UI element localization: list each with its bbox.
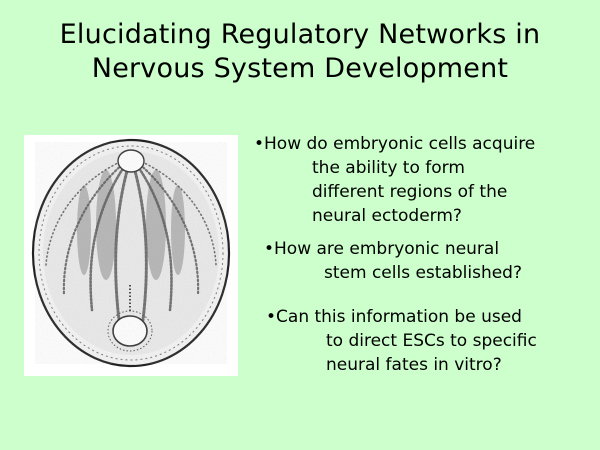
bullet-2-line-1: •How are embryonic neural (264, 239, 500, 259)
bullet-3-line-3: neural fates in vitro? (326, 355, 502, 375)
slide-title-line-2: Nervous System Development (91, 53, 509, 84)
slide-title: Elucidating Regulatory Networks in Nervo… (0, 18, 600, 86)
bullet-1-line-1: •How do embryonic cells acquire (254, 134, 536, 154)
bullet-3-line-2: to direct ESCs to specific (326, 331, 537, 351)
bullet-point-3: •Can this information be used to direct … (266, 305, 537, 377)
embryo-drawing (31, 138, 231, 368)
bullet-3-line-1: •Can this information be used (266, 307, 522, 327)
bullet-1-line-2: the ability to form (312, 158, 465, 178)
slide-title-line-1: Elucidating Regulatory Networks in (59, 19, 541, 50)
bullet-2-line-2: stem cells established? (324, 263, 522, 283)
bullet-1-line-4: neural ectoderm? (312, 206, 462, 226)
bullet-point-2: •How are embryonic neural stem cells est… (264, 237, 522, 285)
bullet-point-1: •How do embryonic cells acquire the abil… (254, 132, 535, 228)
bullet-1-line-3: different regions of the (312, 182, 508, 202)
embryo-illustration (24, 135, 238, 376)
